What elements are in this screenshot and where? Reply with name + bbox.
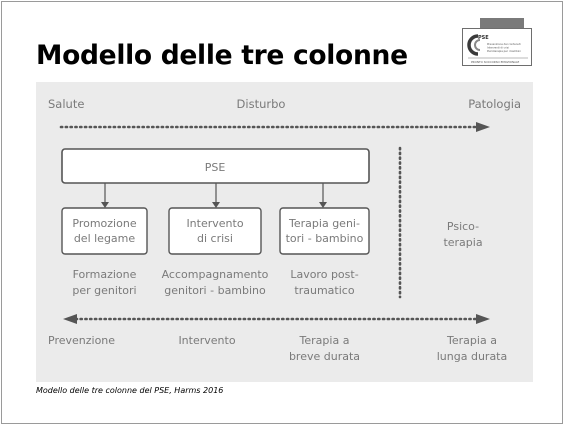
- column-1-text-line-1: Formazione: [73, 268, 137, 281]
- column-2-text-line-1: Accompagnamento: [162, 268, 269, 281]
- column-1-text-line-2: per genitori: [72, 284, 136, 297]
- logo-line: Interventi di crisi: [487, 46, 509, 50]
- pse-label: PSE: [205, 161, 226, 174]
- bottom-axis-arrow-left: [63, 314, 77, 324]
- box-intervento: [168, 207, 262, 255]
- column-3-text-line-2: traumatico: [294, 284, 354, 297]
- bottom-label-intervento: Intervento: [178, 334, 235, 347]
- logo-graphic: PSE Prevenzione dei contenuti Interventi…: [467, 34, 528, 64]
- bottom-label-lunga-line-2: lunga durata: [437, 350, 508, 363]
- bottom-axis-arrow-right: [476, 314, 490, 324]
- logo-line: Prevenzione dei contenuti: [487, 42, 521, 46]
- logo-mark: PSE: [478, 35, 489, 41]
- psicoterapia-line-1: Psico-: [447, 220, 479, 233]
- box-intervento-line-2: di crisi: [197, 232, 233, 245]
- logo: PSE Prevenzione dei contenuti Interventi…: [462, 28, 532, 66]
- bottom-label-breve-line-1: Terapia a: [299, 334, 350, 347]
- axis-label-disturbo: Disturbo: [237, 97, 286, 111]
- slide-title: Modello delle tre colonne: [36, 40, 408, 71]
- box-terapia: [279, 207, 370, 255]
- bottom-label-lunga-line-1: Terapia a: [446, 334, 497, 347]
- box-intervento-line-1: Intervento: [186, 217, 243, 230]
- box-promozione-line-2: del legame: [74, 232, 136, 245]
- box-promozione: [61, 207, 148, 255]
- diagram-panel: Salute Disturbo Patologia PSE Promozione…: [36, 82, 533, 382]
- top-axis-arrow-right: [476, 122, 490, 132]
- column-2-text-line-2: genitori - bambino: [164, 284, 266, 297]
- axis-label-patologia: Patologia: [468, 97, 521, 111]
- logo-footer: PRONTO SOCCORSO EMOZIONALE: [471, 60, 520, 64]
- logo-line: Psicoterapia per i bambini: [487, 49, 521, 53]
- bottom-label-prevenzione: Prevenzione: [48, 334, 115, 347]
- figure-caption: Modello delle tre colonne del PSE, Harms…: [36, 386, 224, 395]
- three-columns-diagram: Salute Disturbo Patologia PSE Promozione…: [48, 97, 521, 363]
- psicoterapia-line-2: terapia: [443, 236, 482, 249]
- box-terapia-line-2: tori - bambino: [286, 232, 364, 245]
- bottom-label-breve-line-2: breve durata: [289, 350, 360, 363]
- box-promozione-line-1: Promozione: [72, 217, 136, 230]
- box-terapia-line-1: Terapia geni-: [288, 217, 360, 230]
- column-3-text-line-1: Lavoro post-: [290, 268, 358, 281]
- axis-label-salute: Salute: [48, 97, 84, 111]
